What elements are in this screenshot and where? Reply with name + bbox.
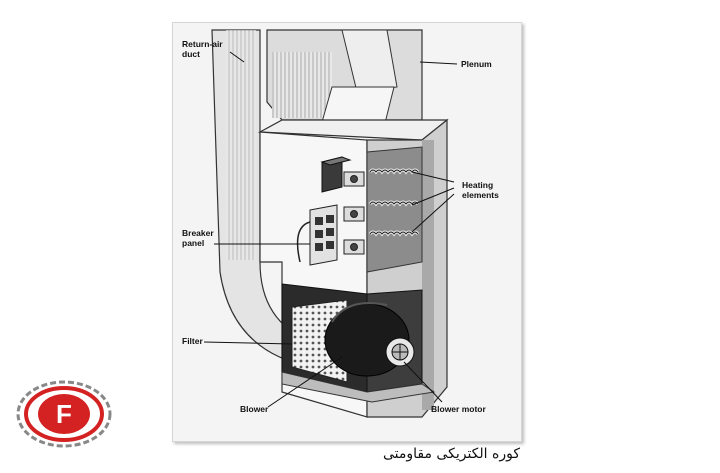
- label-filter: Filter: [182, 336, 203, 346]
- caption: کوره الکتریکی مقاومتی: [382, 446, 520, 462]
- label-plenum: Plenum: [461, 59, 492, 69]
- leader-lines: [203, 51, 458, 408]
- logo-letter: F: [56, 399, 72, 429]
- heating-coils: [368, 168, 420, 237]
- label-blower-motor: Blower motor: [431, 404, 486, 414]
- element-terminals: [343, 171, 365, 255]
- breaker-panel-box: [309, 204, 338, 266]
- label-return-air-duct: Return-air duct: [182, 39, 223, 59]
- furnace-diagram: [203, 29, 458, 418]
- label-blower: Blower: [240, 404, 269, 414]
- label-heating-elements: Heating elements: [462, 180, 499, 200]
- brand-logo-icon: F: [16, 380, 112, 448]
- label-breaker-panel: Breaker panel: [182, 228, 214, 248]
